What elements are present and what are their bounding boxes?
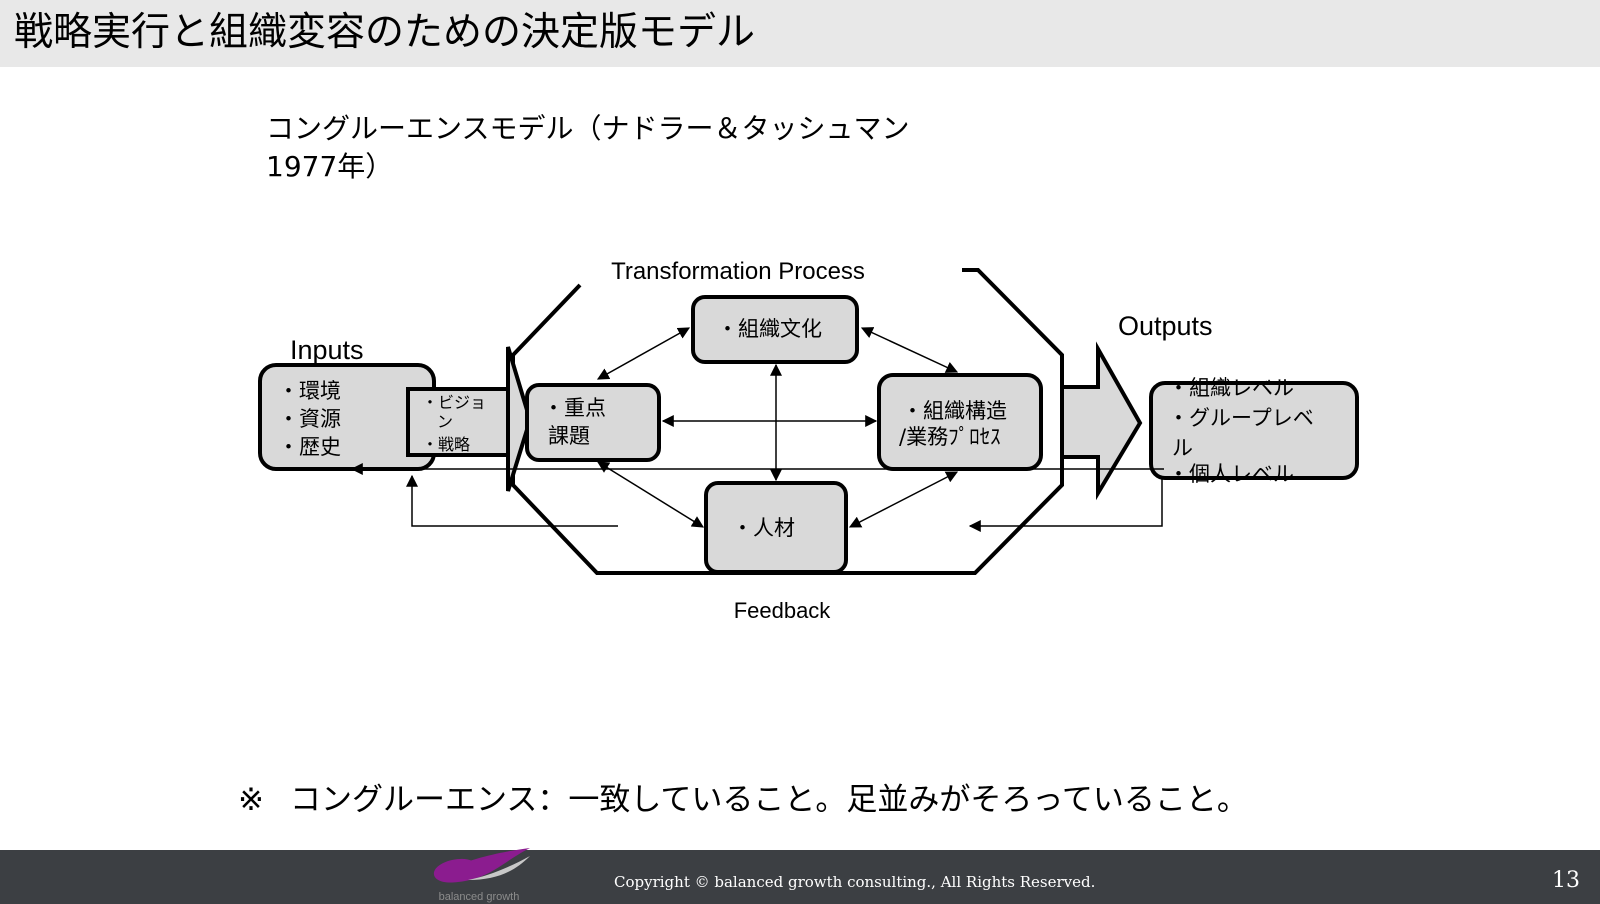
key-tasks-line-1: ・重点 bbox=[543, 396, 606, 420]
culture-box bbox=[691, 295, 859, 364]
strategy-item-vision-cont: ン bbox=[437, 412, 453, 431]
key-tasks-line-2: 課題 bbox=[548, 424, 590, 448]
feedback-line-right bbox=[968, 478, 1163, 532]
key-tasks-box bbox=[525, 383, 661, 462]
culture-label: ・組織文化 bbox=[717, 317, 822, 341]
slide-title: 戦略実行と組織変容のための決定版モデル bbox=[14, 10, 756, 55]
strategy-box bbox=[406, 387, 510, 457]
feedback-label: Feedback bbox=[734, 598, 832, 623]
arrow-tasks-people bbox=[596, 461, 705, 528]
note-symbol: ※ bbox=[238, 782, 264, 818]
inputs-item-environment: ・環境 bbox=[278, 379, 341, 403]
feedback-line-left bbox=[406, 474, 618, 527]
strategy-item-vision: ・ビジョ bbox=[422, 393, 486, 412]
outputs-label: Outputs bbox=[1118, 311, 1213, 341]
inputs-item-resources: ・資源 bbox=[278, 407, 341, 431]
inputs-item-history: ・歴史 bbox=[278, 435, 341, 459]
people-label: ・人材 bbox=[732, 516, 795, 540]
transformation-process-label: Transformation Process bbox=[611, 258, 865, 285]
arrow-culture-structure bbox=[860, 327, 959, 373]
structure-line-2: /業務ﾌﾟﾛｾｽ bbox=[899, 425, 1001, 449]
outputs-item-individual: ・個人レベル bbox=[1168, 462, 1294, 486]
outputs-box bbox=[1149, 381, 1359, 480]
header-bar: 戦略実行と組織変容のための決定版モデル bbox=[0, 0, 1600, 67]
outputs-item-group-cont: ル bbox=[1172, 436, 1193, 460]
output-arrow bbox=[1060, 341, 1143, 501]
outputs-item-org: ・組織レベル bbox=[1168, 376, 1294, 400]
page-number: 13 bbox=[1552, 868, 1580, 893]
subtitle-line-2: 1977年） bbox=[266, 150, 394, 183]
outputs-item-group: ・グループレベ bbox=[1168, 406, 1314, 430]
congruence-note: ※ コングルーエンス：一致していること。足並みがそろっていること。 bbox=[238, 780, 1248, 820]
footer-bar bbox=[0, 850, 1600, 904]
note-text: コングルーエンス：一致していること。足並みがそろっていること。 bbox=[289, 782, 1248, 818]
inputs-label: Inputs bbox=[290, 335, 364, 365]
logo-text: balanced growth bbox=[439, 891, 520, 903]
balanced-growth-logo: balanced growth bbox=[433, 848, 530, 903]
copyright-text: Copyright © balanced growth consulting.,… bbox=[614, 873, 1096, 891]
people-box bbox=[704, 481, 848, 574]
model-subtitle: コングルーエンスモデル（ナドラー＆タッシュマン 1977年） bbox=[266, 110, 909, 186]
subtitle-line-1: コングルーエンスモデル（ナドラー＆タッシュマン bbox=[266, 112, 910, 145]
arrow-structure-people bbox=[848, 471, 959, 528]
arrow-tasks-culture bbox=[596, 327, 691, 380]
structure-line-1: ・組織構造 bbox=[902, 399, 1007, 423]
strategy-item-strategy: ・戦略 bbox=[422, 435, 470, 454]
